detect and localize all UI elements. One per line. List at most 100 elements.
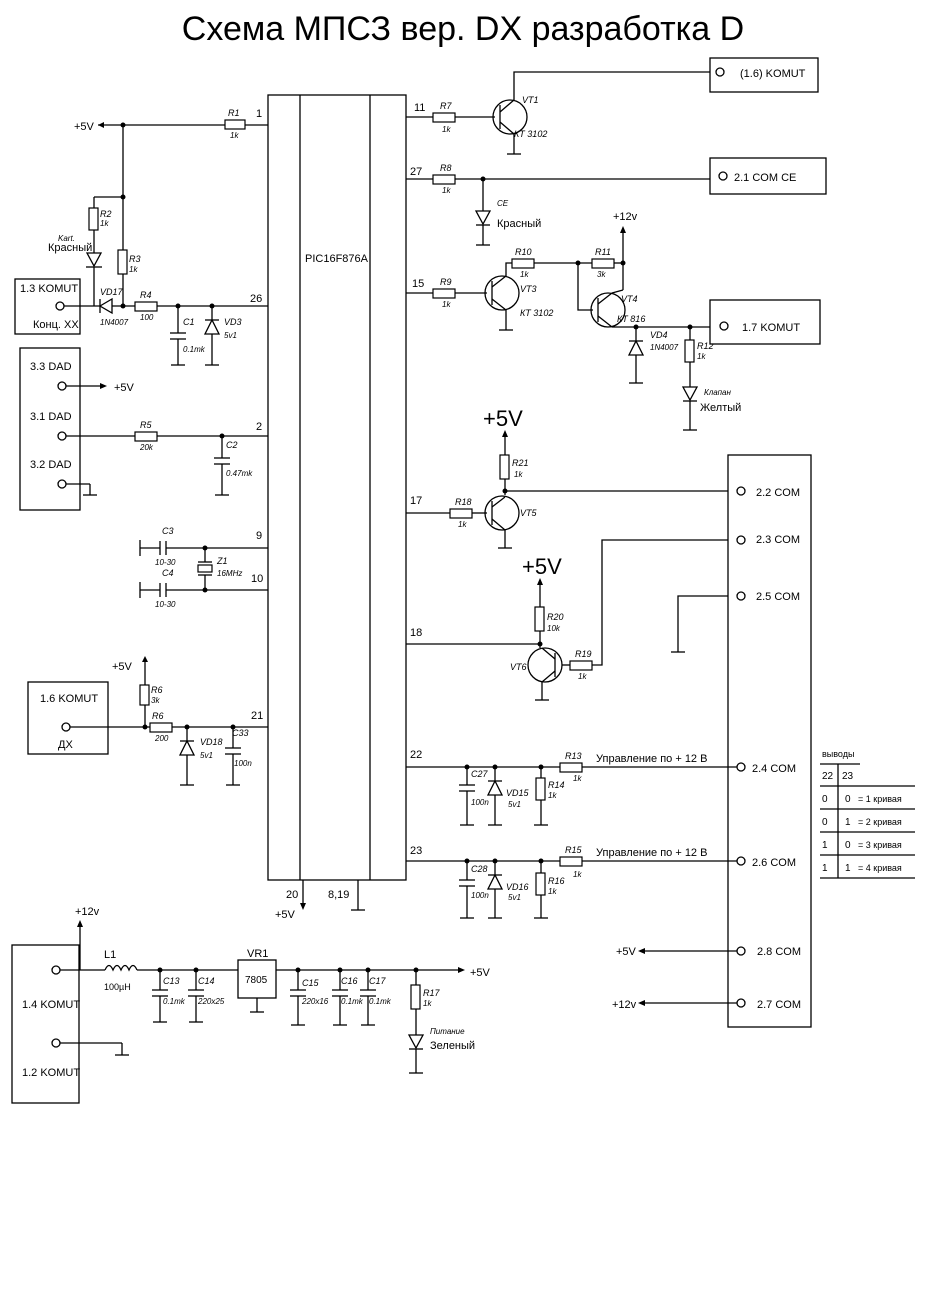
svg-text:1k: 1k xyxy=(573,870,582,879)
svg-text:1: 1 xyxy=(822,863,828,874)
svg-text:0.1mk: 0.1mk xyxy=(183,345,206,354)
svg-text:0: 0 xyxy=(822,817,828,828)
svg-text:10k: 10k xyxy=(547,624,561,633)
svg-text:+5V: +5V xyxy=(112,661,133,673)
svg-text:ДХ: ДХ xyxy=(58,739,73,751)
svg-text:R18: R18 xyxy=(455,497,472,507)
pin-1: 1 xyxy=(256,108,262,120)
svg-text:VT3: VT3 xyxy=(520,284,537,294)
svg-text:R4: R4 xyxy=(140,290,152,300)
svg-text:Z1: Z1 xyxy=(216,556,228,566)
pin-20: 20 xyxy=(286,889,298,901)
svg-text:R17: R17 xyxy=(423,988,441,998)
note-control-1: Управление по + 12 В xyxy=(596,753,707,765)
svg-text:R2: R2 xyxy=(100,209,112,219)
svg-text:2.5 COM: 2.5 COM xyxy=(756,591,800,603)
svg-text:VD18: VD18 xyxy=(200,737,223,747)
svg-text:R15: R15 xyxy=(565,845,583,855)
svg-text:R3: R3 xyxy=(129,254,141,264)
svg-text:R20: R20 xyxy=(547,612,564,622)
svg-text:2.3 COM: 2.3 COM xyxy=(756,534,800,546)
connector-com-block xyxy=(727,454,812,1028)
pin-10: 10 xyxy=(251,573,263,585)
svg-text:22: 22 xyxy=(822,771,834,782)
svg-text:1.4 KOMUT: 1.4 KOMUT xyxy=(22,999,80,1011)
svg-text:= 4 кривая: = 4 кривая xyxy=(858,863,902,873)
svg-text:2.6 COM: 2.6 COM xyxy=(752,857,796,869)
svg-text:5v1: 5v1 xyxy=(508,893,521,902)
svg-text:1.6 KOMUT: 1.6 KOMUT xyxy=(40,693,98,705)
svg-text:100: 100 xyxy=(140,313,154,322)
svg-text:Красный: Красный xyxy=(497,218,541,230)
pin-23: 23 xyxy=(410,845,422,857)
svg-text:1.7 KOMUT: 1.7 KOMUT xyxy=(742,322,800,334)
svg-text:КТ 3102: КТ 3102 xyxy=(514,129,547,139)
svg-text:C4: C4 xyxy=(162,568,174,578)
svg-text:3.2 DAD: 3.2 DAD xyxy=(30,459,72,471)
pin-9: 9 xyxy=(256,530,262,542)
svg-text:3k: 3k xyxy=(151,696,160,705)
svg-text:100n: 100n xyxy=(471,891,489,900)
svg-text:= 1 кривая: = 1 кривая xyxy=(858,794,902,804)
svg-text:1.3 KOMUT: 1.3 KOMUT xyxy=(20,283,78,295)
svg-text:VT1: VT1 xyxy=(522,95,539,105)
pin-27: 27 xyxy=(410,166,422,178)
svg-text:+5V: +5V xyxy=(275,909,296,921)
svg-text:Желтый: Желтый xyxy=(700,402,741,414)
pin-21: 21 xyxy=(251,710,263,722)
pin-8-19: 8,19 xyxy=(328,889,349,901)
led-red-label-1: Красный xyxy=(48,242,92,254)
svg-text:+5V: +5V xyxy=(483,406,523,431)
svg-text:1.2 KOMUT: 1.2 KOMUT xyxy=(22,1067,80,1079)
pin-15: 15 xyxy=(412,278,424,290)
svg-text:Клапан: Клапан xyxy=(704,388,731,397)
svg-text:C33: C33 xyxy=(232,728,249,738)
pin-22: 22 xyxy=(410,749,422,761)
svg-text:VD4: VD4 xyxy=(650,330,668,340)
regulator-vr1 xyxy=(237,959,277,999)
svg-text:Зеленый: Зеленый xyxy=(430,1040,475,1052)
svg-text:+12v: +12v xyxy=(612,999,637,1011)
note-control-2: Управление по + 12 В xyxy=(596,847,707,859)
connector-2-1-com-ce xyxy=(709,157,827,195)
mcu-label: PIC16F876A xyxy=(305,253,369,265)
svg-text:R16: R16 xyxy=(548,876,565,886)
connector-power xyxy=(11,944,80,1104)
svg-text:1k: 1k xyxy=(578,672,587,681)
svg-text:0.1mk: 0.1mk xyxy=(163,997,186,1006)
svg-text:1k: 1k xyxy=(442,125,451,134)
svg-text:R6: R6 xyxy=(152,711,164,721)
svg-text:+12v: +12v xyxy=(75,906,100,918)
svg-text:2.4 COM: 2.4 COM xyxy=(752,763,796,775)
page-title: Схема МПСЗ вер. DX разработка D xyxy=(181,10,745,48)
svg-text:1k: 1k xyxy=(548,887,557,896)
svg-text:100n: 100n xyxy=(234,759,252,768)
svg-text:R19: R19 xyxy=(575,649,592,659)
svg-text:100µH: 100µH xyxy=(104,982,131,992)
svg-text:1k: 1k xyxy=(697,352,706,361)
svg-text:R10: R10 xyxy=(515,247,532,257)
svg-text:1N4007: 1N4007 xyxy=(100,318,129,327)
svg-text:7805: 7805 xyxy=(245,975,268,986)
svg-text:R13: R13 xyxy=(565,751,582,761)
svg-text:R9: R9 xyxy=(440,277,452,287)
svg-text:20k: 20k xyxy=(139,443,154,452)
svg-text:100n: 100n xyxy=(471,798,489,807)
svg-text:+12v: +12v xyxy=(613,211,638,223)
svg-text:10-30: 10-30 xyxy=(155,558,176,567)
svg-text:16MHz: 16MHz xyxy=(217,569,242,578)
svg-text:VD16: VD16 xyxy=(506,882,529,892)
svg-text:1k: 1k xyxy=(458,520,467,529)
svg-text:3k: 3k xyxy=(597,270,606,279)
svg-text:0.1mk: 0.1mk xyxy=(369,997,392,1006)
svg-text:220x25: 220x25 xyxy=(197,997,225,1006)
svg-text:Kart.: Kart. xyxy=(58,234,75,243)
svg-text:+5V: +5V xyxy=(616,946,637,958)
svg-text:C3: C3 xyxy=(162,526,174,536)
connector-1-7-komut xyxy=(709,299,821,345)
svg-text:2.7 COM: 2.7 COM xyxy=(757,999,801,1011)
svg-text:23: 23 xyxy=(842,771,854,782)
svg-text:0: 0 xyxy=(822,794,828,805)
svg-text:R6: R6 xyxy=(151,685,163,695)
svg-text:VD17: VD17 xyxy=(100,287,124,297)
